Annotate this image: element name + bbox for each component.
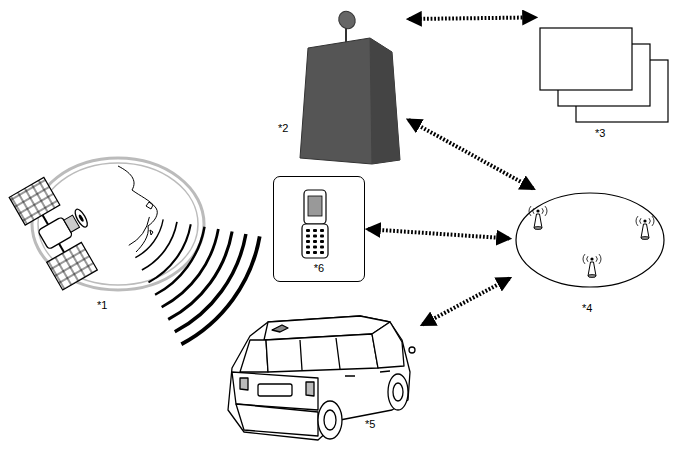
dotted-arrow bbox=[423, 278, 510, 324]
satellite-illustration bbox=[9, 158, 259, 344]
mobile-phone bbox=[302, 190, 328, 258]
documents-node: *3 bbox=[538, 8, 672, 142]
callout-number: *5 bbox=[365, 418, 375, 431]
vehicle-node: *5 bbox=[220, 312, 420, 452]
network-node: *4 bbox=[512, 190, 670, 318]
document-stack bbox=[540, 28, 668, 122]
data-center-building bbox=[300, 8, 400, 164]
callout-number: *6 bbox=[314, 262, 324, 275]
cell-network bbox=[516, 193, 664, 287]
vehicle bbox=[228, 316, 415, 440]
dotted-arrow bbox=[409, 17, 535, 19]
dotted-arrow bbox=[368, 229, 509, 238]
building-node: *2 bbox=[272, 8, 406, 166]
phone-box: *6 bbox=[273, 176, 365, 282]
callout-number: *1 bbox=[97, 299, 107, 312]
dotted-arrow bbox=[409, 120, 533, 189]
callout-number: *4 bbox=[582, 302, 592, 315]
callout-number: *2 bbox=[278, 122, 288, 135]
callout-number: *3 bbox=[595, 127, 605, 140]
